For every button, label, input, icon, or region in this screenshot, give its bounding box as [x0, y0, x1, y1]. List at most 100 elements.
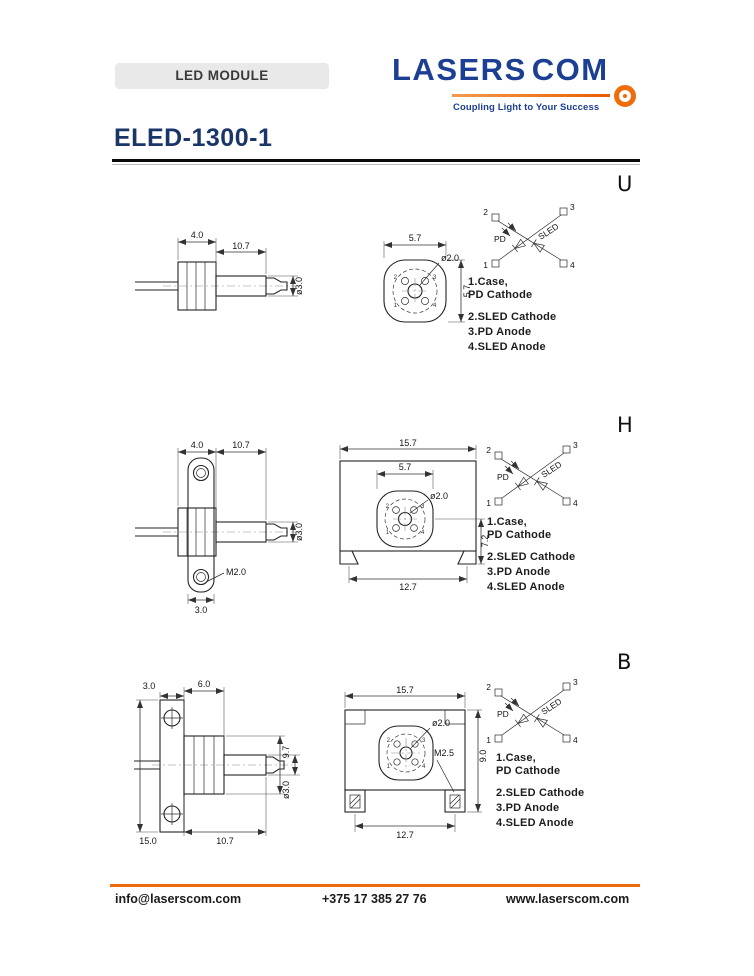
- pin-2-label: 2: [486, 445, 491, 455]
- face-pin-3: 3: [433, 275, 437, 281]
- pin-4-label: 4: [573, 735, 578, 745]
- dim-u-face-h: 5.7: [462, 285, 472, 298]
- logo-tagline: Coupling Light to Your Success: [453, 102, 600, 113]
- drawing-h-front-view: 2 3 1 4 15.7 5.7 ø2.0 12.7 7.2: [339, 438, 490, 592]
- pin-desc-line: 4.SLED Anode: [487, 581, 565, 593]
- pin-3-label: 3: [573, 677, 578, 687]
- pd-diode-symbol: [515, 476, 529, 491]
- face-pin-1: 1: [394, 303, 398, 309]
- u-side-dimensions: 4.0 10.7 ø3.0: [177, 230, 304, 297]
- pd-diode-symbol: [515, 713, 529, 728]
- dim-b-width: 15.7: [396, 685, 414, 695]
- pin-2-label: 2: [483, 207, 488, 217]
- pin-desc-line: PD Cathode: [468, 289, 533, 301]
- dim-b-height: 9.0: [478, 750, 488, 763]
- h-front-dimensions: 15.7 5.7 ø2.0 12.7 7.2: [339, 438, 490, 592]
- pin-desc-line: 1.Case,: [468, 276, 508, 288]
- variant-label-b: B: [617, 650, 632, 674]
- dim-h-flange: 3.0: [195, 605, 208, 615]
- dim-b-plate: 3.0: [143, 681, 156, 691]
- h-front-outline: [339, 460, 477, 565]
- logo-part-com: COM: [531, 52, 609, 87]
- drawing-b-front-view: 2 3 1 4 15.7 ø2.0 M2.5 9.0 12.7: [344, 685, 488, 840]
- pin-desc-line: 1.Case,: [496, 752, 536, 764]
- dim-u-dia: ø3.0: [294, 277, 304, 295]
- lens-ring-icon: [614, 85, 636, 107]
- pin-1-label: 1: [483, 260, 488, 270]
- dim-b-depth: 9.7: [281, 746, 291, 759]
- b-front-dimensions: 15.7 ø2.0 M2.5 9.0 12.7: [344, 685, 488, 840]
- face-pin-1: 1: [387, 764, 391, 770]
- dim-h-face: 5.7: [399, 462, 412, 472]
- drawing-h-side-view: 4.0 10.7 ø3.0 M2.0 3.0: [135, 440, 304, 615]
- dim-h-body: 4.0: [191, 440, 204, 450]
- sled-diode-symbol: [531, 239, 545, 253]
- sled-diode-symbol: [534, 477, 548, 491]
- b-top-outline: [134, 699, 296, 833]
- pin-1-label: 1: [486, 498, 491, 508]
- pin-description-u: 1.Case, PD Cathode 2.SLED Cathode 3.PD A…: [468, 276, 598, 354]
- logo-underline: [452, 94, 610, 97]
- title-rule-shadow: [112, 164, 640, 165]
- footer-email: info@laserscom.com: [115, 892, 242, 906]
- face-pin-2: 2: [386, 504, 390, 510]
- drawing-b-top-view: 6.0 3.0 9.7 ø3.0 15.0 10.7: [134, 679, 300, 846]
- pin-description-h: 1.Case, PD Cathode 2.SLED Cathode 3.PD A…: [487, 516, 617, 594]
- dim-b-body: 6.0: [198, 679, 211, 689]
- face-pin-2: 2: [387, 738, 391, 744]
- pin-circuit-diagram-h: 2 3 1 4 PD SLED: [486, 440, 578, 508]
- dim-h-nose: 10.7: [232, 440, 250, 450]
- pin-desc-line: 2.SLED Cathode: [468, 311, 557, 323]
- footer-phone: +375 17 385 27 76: [322, 892, 427, 906]
- dim-b-length: 15.0: [139, 836, 157, 846]
- circuit-wiring: [494, 445, 571, 506]
- u-front-outline: [383, 259, 447, 323]
- led-module-badge: LED MODULE: [115, 63, 329, 89]
- b-front-outline: [344, 709, 466, 813]
- dim-u-face-w: 5.7: [409, 233, 422, 243]
- dim-u-nose: 10.7: [232, 241, 250, 251]
- lens-dot-icon: [623, 94, 627, 98]
- pin-desc-line: 2.SLED Cathode: [487, 551, 576, 563]
- dim-b-dia: ø3.0: [281, 781, 291, 799]
- variant-label-h: H: [617, 413, 633, 437]
- dim-h-thread: M2.0: [226, 567, 246, 577]
- pin-3-label: 3: [570, 202, 575, 212]
- dim-h-holes: 12.7: [399, 582, 417, 592]
- circuit-wiring: [494, 682, 571, 743]
- dim-h-dia: ø3.0: [294, 523, 304, 541]
- pin-desc-line: 3.PD Anode: [468, 326, 532, 338]
- dim-b-thread: M2.5: [434, 748, 454, 758]
- u-side-outline: [135, 261, 299, 311]
- product-title: ELED-1300-1: [114, 124, 273, 152]
- face-pin-4: 4: [421, 530, 425, 536]
- dim-h-aperture: ø2.0: [430, 491, 448, 501]
- pin-2-label: 2: [486, 682, 491, 692]
- pin-description-b: 1.Case, PD Cathode 2.SLED Cathode 3.PD A…: [496, 752, 626, 830]
- pin-desc-line: 2.SLED Cathode: [496, 787, 585, 799]
- dim-b-nose: 10.7: [216, 836, 234, 846]
- face-pin-2: 2: [394, 275, 398, 281]
- face-pin-4: 4: [422, 764, 426, 770]
- pin-desc-line: PD Cathode: [487, 529, 552, 541]
- u-front-dimensions: ø2.0 5.7 5.7: [383, 233, 472, 323]
- pin-desc-line: 3.PD Anode: [496, 802, 560, 814]
- face-pin-3: 3: [421, 504, 425, 510]
- pin-3-label: 3: [573, 440, 578, 450]
- pin-circuit-diagram-u: 2 3 1 4 PD SLED: [483, 202, 575, 270]
- pd-label: PD: [494, 234, 506, 244]
- dim-h-axis: 7.2: [480, 535, 490, 548]
- h-side-dimensions: 4.0 10.7 ø3.0 M2.0 3.0: [177, 440, 304, 615]
- sled-diode-symbol: [534, 714, 548, 728]
- drawing-u-side-view: 4.0 10.7 ø3.0: [135, 230, 304, 311]
- variant-label-u: U: [617, 172, 633, 196]
- pin-desc-line: 3.PD Anode: [487, 566, 551, 578]
- h-side-outline: [135, 457, 299, 593]
- face-pin-3: 3: [422, 738, 426, 744]
- drawing-u-front-view: 2 3 1 4 ø2.0 5.7 5.7: [383, 233, 472, 323]
- pin-1-label: 1: [486, 735, 491, 745]
- dim-b-aperture: ø2.0: [432, 718, 450, 728]
